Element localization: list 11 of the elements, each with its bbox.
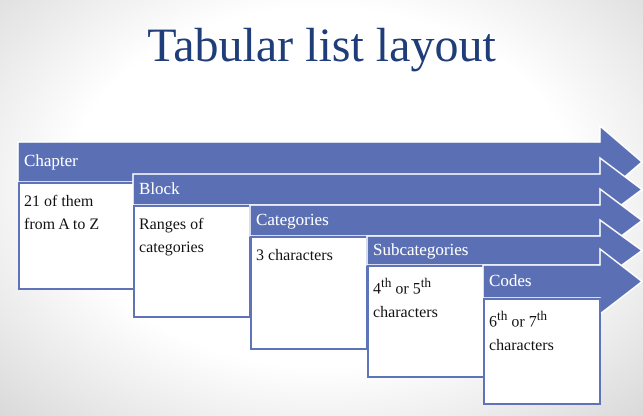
title: Tabular list layout: [146, 18, 497, 73]
band-heading: Codes: [489, 270, 532, 290]
band-heading: Categories: [256, 210, 329, 230]
card-text: 21 of them from A to Z: [24, 192, 100, 236]
card-text: 4$^{th}$ or 5$^{th}$ characters: [373, 274, 439, 323]
band-heading: Subcategories: [373, 240, 468, 260]
band-heading: Chapter: [24, 151, 78, 171]
card-text: 3 characters: [256, 246, 334, 266]
card-text: Ranges of categories: [139, 215, 205, 258]
band-heading: Block: [139, 178, 180, 198]
card-text: 6$^{th}$ or 7$^{th}$ characters: [489, 307, 555, 356]
